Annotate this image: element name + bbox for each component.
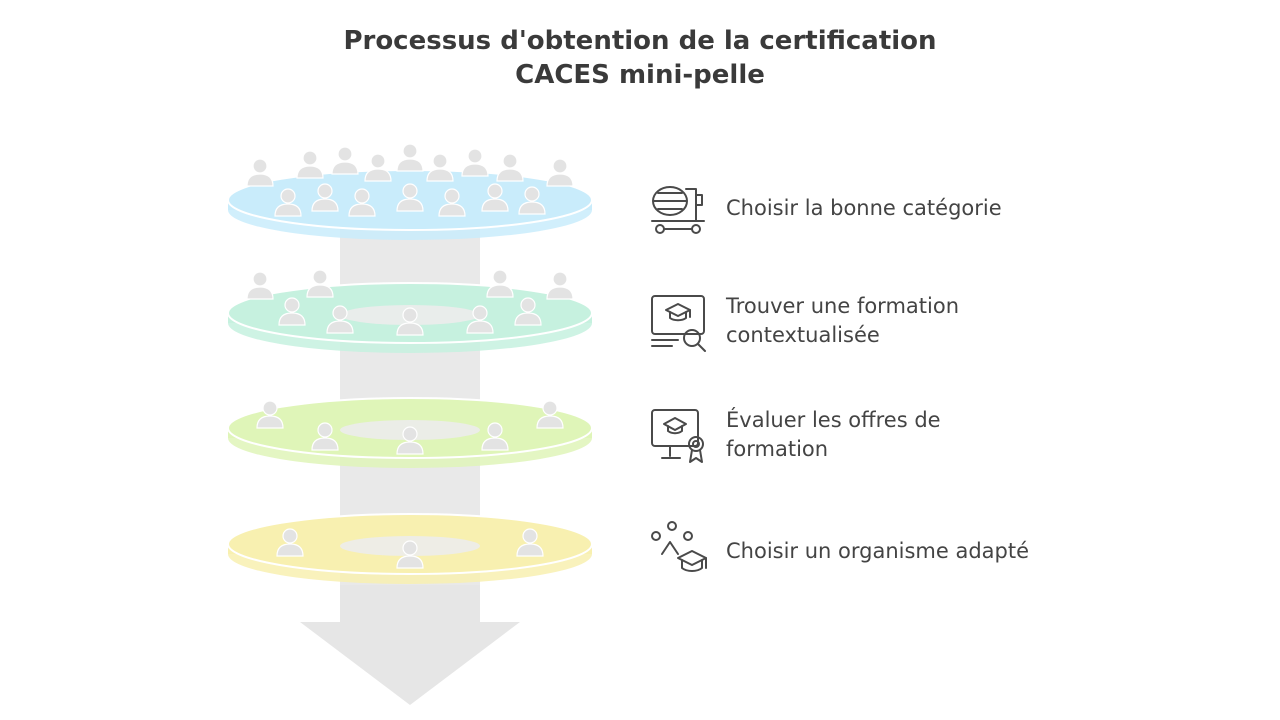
person-icon [348, 188, 376, 217]
title-line-2: CACES mini-pelle [515, 60, 765, 90]
person-icon [396, 426, 424, 455]
step-3: Évaluer les offres de formation [648, 404, 941, 466]
step-4: Choisir un organisme adapté [648, 520, 1029, 582]
person-icon [396, 307, 424, 336]
person-icon [438, 188, 466, 217]
title-line-1: Processus d'obtention de la certificatio… [343, 26, 937, 56]
person-icon [481, 183, 509, 212]
step-4-label: Choisir un organisme adapté [726, 538, 1030, 563]
person-icon [276, 528, 304, 557]
person-icon [396, 183, 424, 212]
person-icon [514, 297, 542, 326]
person-icon [461, 148, 489, 177]
person-icon [496, 153, 524, 182]
step-1-label: Choisir la bonne catégorie [726, 195, 1002, 220]
person-icon [518, 186, 546, 215]
person-icon [481, 422, 509, 451]
person-icon [331, 146, 359, 175]
graduation-search-icon [648, 290, 710, 352]
person-icon [546, 158, 574, 187]
disc-4 [227, 513, 593, 584]
disc-2 [227, 269, 593, 353]
person-icon [364, 153, 392, 182]
person-icon [536, 400, 564, 429]
concrete-mixer-icon [648, 177, 710, 239]
funnel-graphic [227, 143, 593, 705]
person-icon [311, 422, 339, 451]
person-icon [546, 271, 574, 300]
people-graduation-icon [648, 520, 710, 582]
disc-stack [227, 143, 593, 584]
disc-1 [227, 143, 593, 240]
step-2: Trouver une formation contextualisée [648, 290, 959, 352]
person-icon [396, 540, 424, 569]
disc-3 [227, 397, 593, 468]
person-icon [278, 297, 306, 326]
down-arrow [300, 585, 520, 705]
person-icon [306, 269, 334, 298]
person-icon [311, 183, 339, 212]
person-icon [246, 271, 274, 300]
person-icon [274, 188, 302, 217]
person-icon [516, 528, 544, 557]
step-1: Choisir la bonne catégorie [648, 177, 1002, 239]
person-icon [296, 150, 324, 179]
person-icon [486, 269, 514, 298]
person-icon [396, 143, 424, 172]
step-3-label: Évaluer les offres de formation [726, 408, 941, 461]
person-icon [466, 305, 494, 334]
diagram-title: Processus d'obtention de la certificatio… [0, 24, 1280, 92]
person-icon [246, 158, 274, 187]
certificate-monitor-icon [648, 404, 710, 466]
person-icon [426, 153, 454, 182]
step-2-label: Trouver une formation contextualisée [726, 294, 959, 347]
person-icon [256, 400, 284, 429]
person-icon [326, 305, 354, 334]
